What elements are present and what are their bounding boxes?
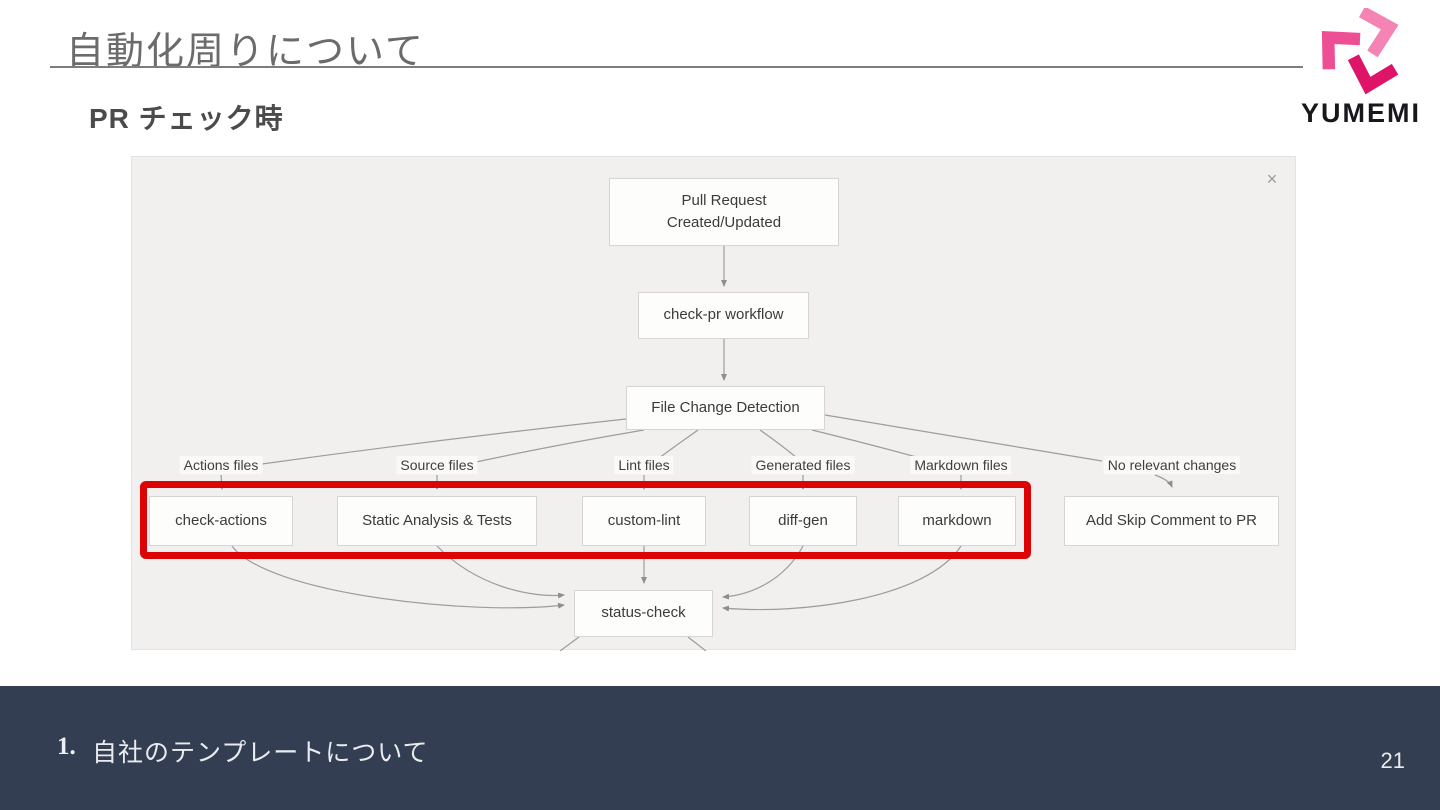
node-static-analysis-tests: Static Analysis & Tests (337, 496, 537, 546)
flowchart-panel: Pull Request Created/Updated check-pr wo… (131, 156, 1296, 651)
edge-label-source-files: Source files (396, 456, 478, 474)
yumemi-wordmark: YUMEMI (1301, 98, 1421, 128)
close-icon[interactable]: × (1266, 169, 1278, 189)
footer-item-number: 1. (57, 733, 76, 760)
node-diff-gen: diff-gen (749, 496, 857, 546)
node-status-check: status-check (574, 590, 713, 637)
title-divider (50, 66, 1303, 68)
node-check-actions: check-actions (149, 496, 293, 546)
node-markdown: markdown (898, 496, 1016, 546)
footer-item-text: 自社のテンプレートについて (92, 740, 429, 767)
edge-label-actions-files: Actions files (179, 456, 263, 474)
node-custom-lint: custom-lint (582, 496, 706, 546)
node-add-skip-comment: Add Skip Comment to PR (1064, 496, 1279, 546)
page-number: 21 (1380, 748, 1405, 773)
edge-label-no-relevant-changes: No relevant changes (1103, 456, 1241, 474)
highlight-frame (140, 481, 1031, 559)
node-file-change-detection: File Change Detection (626, 386, 825, 430)
yumemi-logo: YUMEMI (1286, 8, 1436, 129)
edge-label-generated-files: Generated files (751, 456, 855, 474)
node-check-pr-workflow: check-pr workflow (638, 292, 809, 339)
edge-label-lint-files: Lint files (614, 456, 674, 474)
node-pull-request: Pull Request Created/Updated (609, 178, 839, 246)
edge-label-markdown-files: Markdown files (910, 456, 1012, 474)
footer-bar (0, 686, 1440, 810)
yumemi-logo-icon (1321, 8, 1399, 95)
slide-subtitle: PR チェック時 (89, 103, 284, 134)
